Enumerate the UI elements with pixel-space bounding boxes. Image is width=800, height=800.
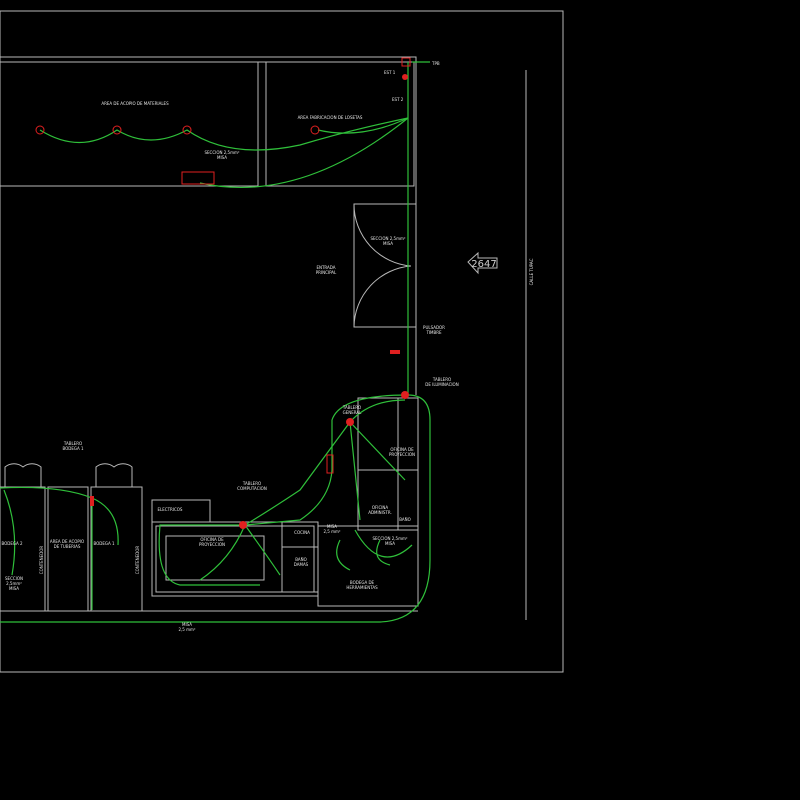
label-misa: MISA — [9, 586, 19, 591]
label-seccion: 2,5mm² — [6, 581, 22, 586]
light-fixture-icon — [112, 125, 122, 135]
street-number: 2647 — [471, 259, 496, 270]
entry-door-swing — [353, 203, 412, 328]
bodega-doors — [4, 463, 133, 487]
room-bano-damas — [281, 546, 319, 593]
label-tablero-general: GENERAL — [343, 410, 363, 415]
label-oficina-proyeccion: OFICINA DE — [200, 537, 224, 542]
desk-area — [165, 535, 265, 581]
label-acopio-tuberias: AREA DE ACOPIO — [50, 539, 84, 544]
label-seccion: SECCION — [5, 576, 23, 581]
room-electricos — [151, 499, 211, 523]
entry-frame — [353, 203, 417, 328]
room-acopio-tuberias — [47, 486, 89, 612]
label-tablero-bodega: TABLERO — [63, 441, 82, 446]
devices — [35, 57, 411, 529]
label-bodega-1: BODEGA 1 — [93, 541, 115, 546]
label-contenedor: CONTENEDOR — [135, 546, 140, 575]
street-number-arrow — [467, 251, 498, 275]
panel-lighting-icon — [401, 391, 409, 399]
label-bodega-herramientas: BODEGA DE — [350, 580, 375, 585]
label-tpb: TPB — [431, 61, 440, 66]
meter-icon — [401, 57, 411, 67]
sheet-border — [0, 10, 564, 673]
label-misa: MISA — [327, 524, 337, 529]
switch-icon — [390, 350, 400, 354]
label-cocina: COCINA — [294, 530, 310, 535]
label-electricos: ELECTRICOS — [158, 507, 183, 512]
label-seccion: SECCION 2,5mm² — [372, 536, 407, 541]
label-contenedor: CONTENEDOR — [39, 546, 44, 575]
panel-bodega-icon — [90, 496, 94, 506]
panel-computacion-icon — [239, 521, 247, 529]
label-acopio-tuberias: DE TUBERIAS — [54, 544, 81, 549]
wiring — [0, 61, 431, 623]
wall — [155, 525, 315, 593]
room-acopio-materiales — [0, 61, 259, 187]
label-tablero-bodega: BODEGA 1 — [62, 446, 84, 451]
label-seccion: 2,5 mm² — [323, 529, 340, 534]
office-block — [357, 397, 419, 531]
label-tablero-computacion: TABLERO — [242, 481, 261, 486]
panel-general-icon — [346, 418, 354, 426]
wall-top — [0, 56, 417, 63]
label-acopio-materiales: AREA DE ACOPIO DE MATERIALES — [101, 101, 169, 106]
label-bano-damas: DAMAS — [294, 562, 309, 567]
light-fixture-icon — [182, 125, 192, 135]
label-misa: MISA — [385, 541, 395, 546]
label-bano: BAÑO — [399, 517, 411, 522]
label-est2: EST 2 — [392, 97, 404, 102]
label-seccion: 2,5 mm² — [178, 627, 195, 632]
label-est1: EST 1 — [384, 70, 396, 75]
label-tablero-iluminacion: TABLERO — [432, 377, 451, 382]
label-oficina-proyeccion: PROYECCION — [389, 452, 415, 457]
label-misa: MISA — [383, 241, 393, 246]
light-fixture-icon — [35, 125, 45, 135]
label-fabricacion-losetas: AREA FABRICACION DE LOSETAS — [298, 115, 363, 120]
breaker-icon — [402, 74, 408, 80]
label-tablero-iluminacion: DE ILUMINACION — [425, 382, 458, 387]
label-oficina-proyeccion: PROYECCION — [199, 542, 225, 547]
label-seccion: SECCION 2,5mm² — [204, 150, 239, 155]
light-fixture-icon — [310, 125, 320, 135]
label-oficina-admin: OFICINA — [372, 505, 389, 510]
label-pulsador: PULSADOR — [423, 325, 445, 330]
room-cocina — [281, 521, 319, 548]
label-timbre: TIMBRE — [425, 330, 442, 335]
label-misa: MISA — [217, 155, 227, 160]
label-tablero-computacion: COMPUTACION — [237, 486, 267, 491]
label-oficina-proyeccion: OFICINA DE — [390, 447, 414, 452]
label-seccion: SECCION 2,5mm² — [370, 236, 405, 241]
label-misa: MISA — [182, 622, 192, 627]
label-entrada: ENTRADA — [316, 265, 335, 270]
label-principal: PRINCIPAL — [316, 270, 337, 275]
distribution-box-icon — [181, 171, 215, 185]
light-fixture-icon — [326, 454, 334, 474]
label-oficina-admin: ADMINISTR. — [368, 510, 392, 515]
label-bano-damas: BAÑO — [295, 557, 307, 562]
street-name: CALLE TUPAC — [529, 258, 534, 285]
label-bodega-herramientas: HERRAMIENTAS — [346, 585, 378, 590]
label-tablero-general: TABLERO — [342, 405, 361, 410]
label-bodega-2: BODEGA 2 — [1, 541, 23, 546]
